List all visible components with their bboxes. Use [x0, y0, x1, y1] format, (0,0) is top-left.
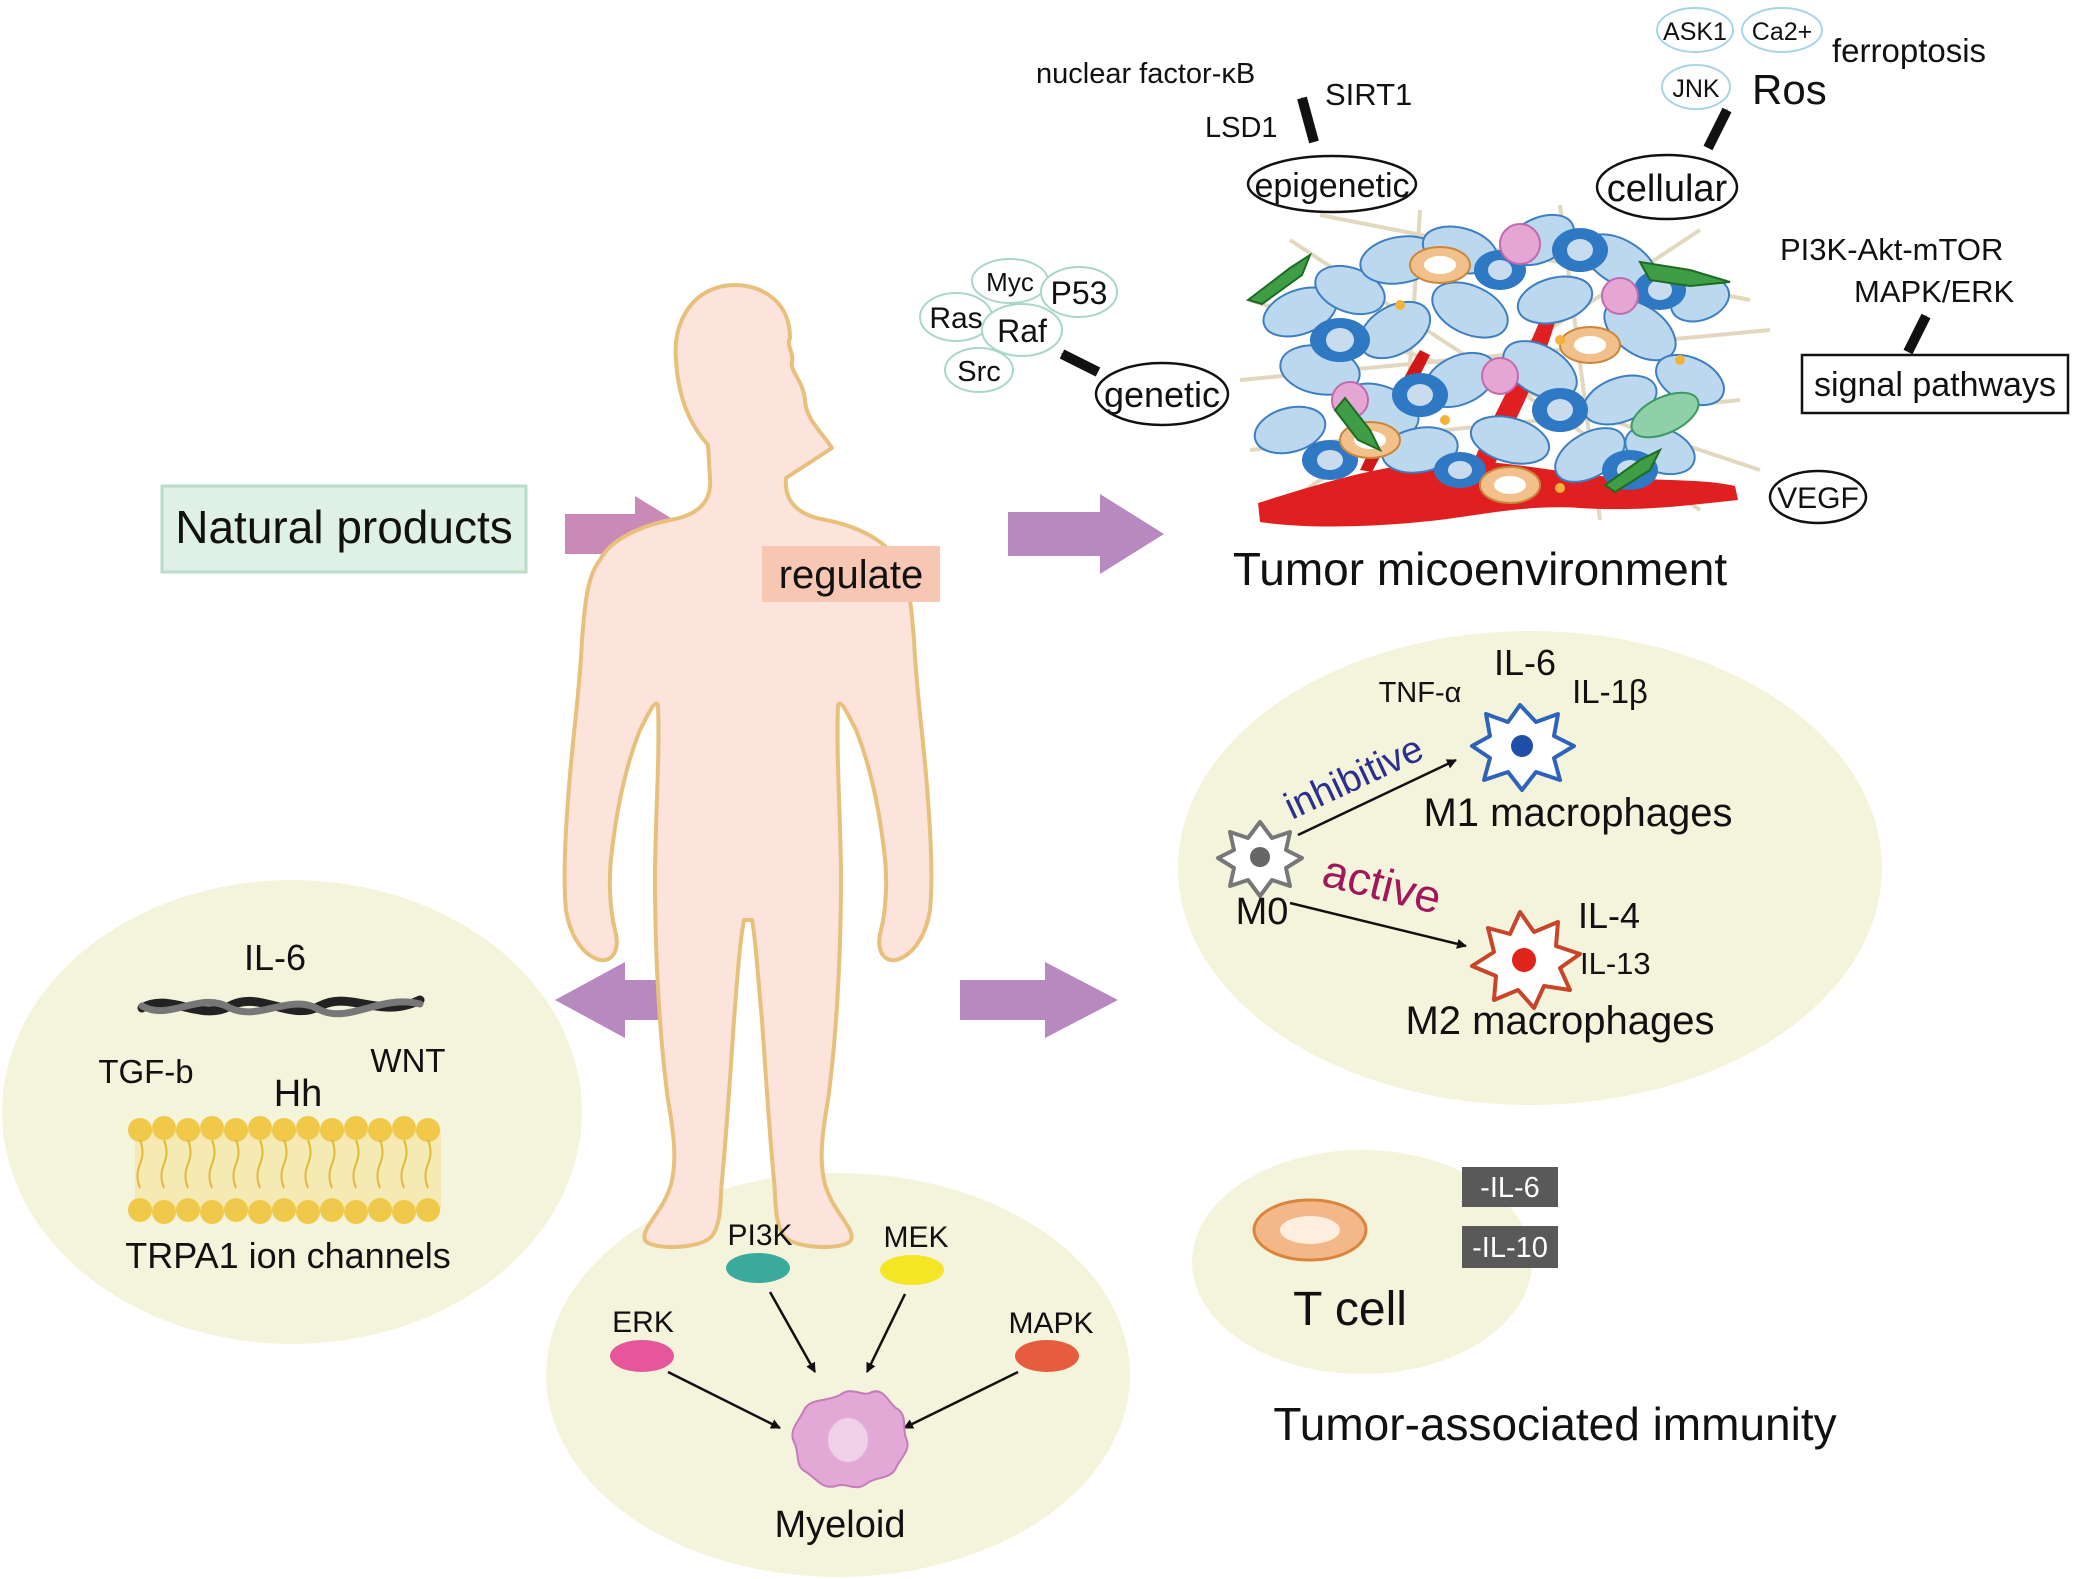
signal-arrow: [1903, 313, 1931, 355]
p53-oval: [1040, 266, 1118, 318]
il10-badge: [1462, 1226, 1558, 1268]
pi3k-label: PI3K: [727, 1219, 792, 1252]
vegf-label: VEGF: [1777, 482, 1859, 515]
cytokine-strand: [137, 995, 425, 1018]
t-cell-label: T cell: [1293, 1283, 1407, 1336]
tumor-immunity-title: Tumor-associated immunity: [1273, 1398, 1836, 1450]
arrow-body-to-tme: [1008, 494, 1164, 574]
ca2-oval: [1741, 7, 1823, 53]
erk-label: ERK: [612, 1306, 674, 1339]
human-body: [562, 283, 934, 1250]
m2-il13-label: IL-13: [1580, 946, 1651, 981]
natural-products-box: Natural products: [160, 484, 528, 574]
signal-pathways-box: [1800, 353, 2070, 415]
hh-label: Hh: [274, 1073, 323, 1115]
mapk-oval: [1015, 1340, 1079, 1372]
trpa1-il6-label: IL-6: [244, 937, 306, 978]
epigenetic-arrow: [1297, 96, 1319, 144]
mapk-label: MAPK: [1008, 1307, 1093, 1340]
mek-label: MEK: [883, 1221, 948, 1254]
il10-badge-label: -IL-10: [1472, 1232, 1548, 1264]
m1-label: M1 macrophages: [1423, 791, 1732, 835]
jnk-label: JNK: [1672, 75, 1720, 103]
inhibitive-arrow: [1297, 758, 1457, 837]
mek-arrow: [865, 1293, 907, 1373]
raf-oval: [981, 303, 1063, 357]
ask1-label: ASK1: [1663, 18, 1727, 46]
pi3k-akt-mtor-label: PI3K-Akt-mTOR: [1780, 232, 2003, 267]
raf-label: Raf: [997, 313, 1047, 349]
erk-arrow: [667, 1370, 781, 1430]
mapk-arrow: [903, 1370, 1019, 1430]
genetic-oval: [1094, 361, 1230, 427]
ras-label: Ras: [929, 302, 982, 335]
macrophage-panel: [1178, 631, 1882, 1105]
sirt1-label: SIRT1: [1325, 77, 1412, 112]
myc-label: Myc: [986, 267, 1034, 297]
m0-label: M0: [1236, 891, 1289, 933]
ros-label: Ros: [1752, 66, 1827, 113]
ca2-label: Ca2+: [1752, 18, 1812, 46]
nfkb-label: nuclear factor-κB: [1036, 58, 1255, 90]
il6-badge: [1462, 1167, 1558, 1207]
erk-oval: [610, 1340, 674, 1372]
tumor-cluster: [1239, 204, 1771, 527]
mek-oval: [880, 1255, 944, 1285]
genetic-arrow: [1059, 349, 1101, 377]
myeloid-panel: [546, 1173, 1130, 1577]
regulate-box: [762, 546, 940, 602]
m1-cell: [1470, 703, 1576, 792]
tme-title: Tumor micoenvironment: [1233, 543, 1727, 595]
trpa1-label: TRPA1 ion channels: [125, 1235, 451, 1276]
epigenetic-oval: [1246, 154, 1418, 214]
ferroptosis-label: ferroptosis: [1832, 32, 1986, 69]
jnk-oval: [1661, 64, 1731, 110]
trpa1-panel: [2, 880, 582, 1344]
pi3k-arrow: [768, 1291, 817, 1373]
lsd1-label: LSD1: [1205, 112, 1278, 144]
src-label: Src: [957, 356, 1001, 388]
lipid-bilayer: [128, 1116, 441, 1224]
m0-cell: [1216, 820, 1304, 898]
pi3k-oval: [726, 1253, 790, 1283]
m1-tnf-label: TNF-α: [1379, 677, 1462, 709]
natural-products-label: Natural products: [175, 501, 513, 553]
arrow-body-to-macrophage: [960, 962, 1118, 1038]
active-arrow: [1289, 901, 1467, 949]
genetic-label: genetic: [1104, 374, 1220, 415]
wnt-label: WNT: [370, 1042, 445, 1079]
t-cell-graphic: [1252, 1198, 1368, 1262]
src-oval: [944, 347, 1014, 393]
cellular-oval: [1595, 153, 1739, 221]
tgfb-label: TGF-b: [98, 1053, 193, 1090]
il6-badge-label: -IL-6: [1480, 1172, 1540, 1204]
p53-label: P53: [1051, 275, 1108, 311]
epigenetic-label: epigenetic: [1254, 167, 1409, 205]
regulate-label: regulate: [779, 553, 924, 597]
ask1-oval: [1656, 7, 1734, 53]
cellular-arrow: [1703, 107, 1732, 151]
cellular-label: cellular: [1607, 168, 1728, 210]
m2-cell: [1470, 910, 1582, 1010]
m1-il1b-label: IL-1β: [1572, 673, 1648, 710]
myeloid-cell: [791, 1390, 909, 1489]
myeloid-label: Myeloid: [775, 1504, 906, 1546]
m2-label: M2 macrophages: [1405, 999, 1714, 1043]
signal-pathways-label: signal pathways: [1814, 366, 2056, 404]
mapk-erk-label: MAPK/ERK: [1854, 274, 2015, 309]
m2-il4-label: IL-4: [1578, 895, 1640, 936]
m1-il6-label: IL-6: [1494, 642, 1556, 683]
vegf-oval: [1768, 469, 1868, 525]
